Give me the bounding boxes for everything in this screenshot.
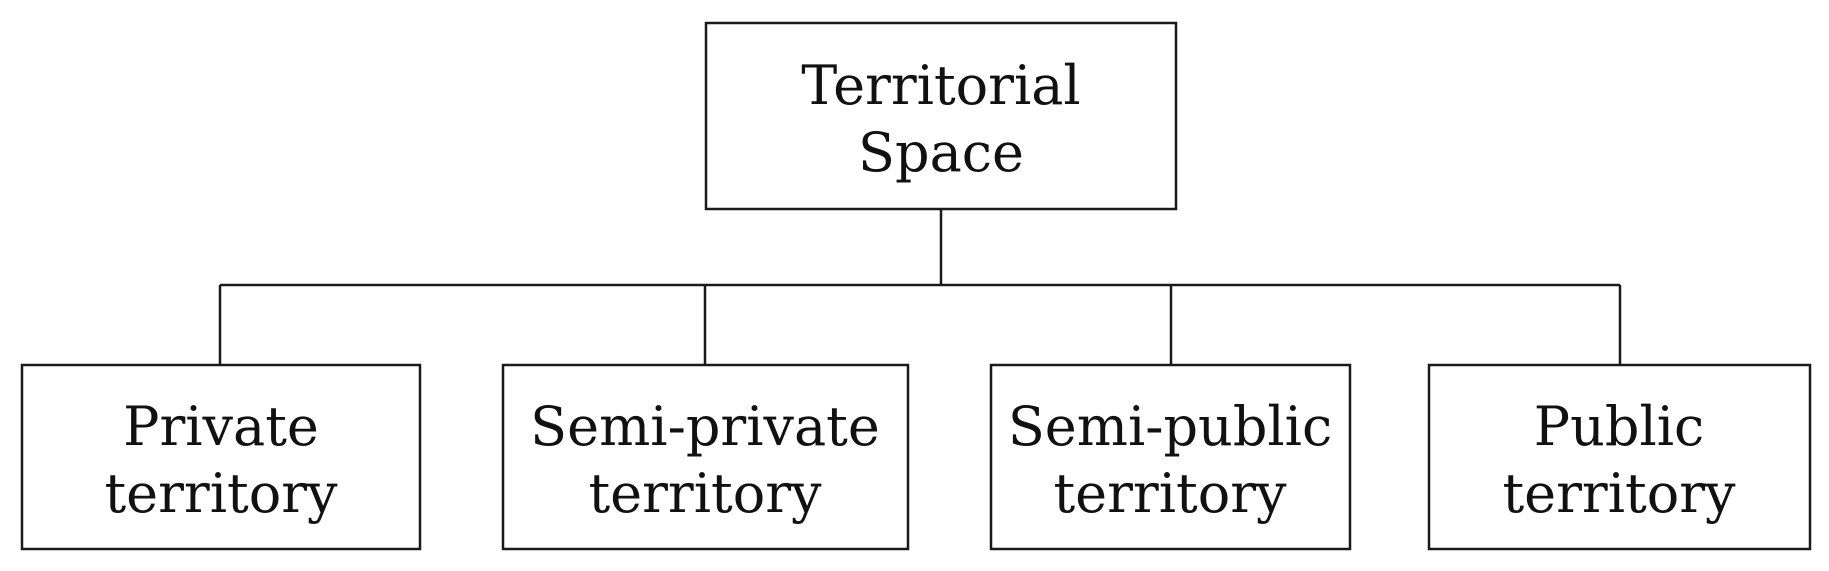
child-label-private-line2: territory [104, 462, 338, 525]
child-node-semi-public: Semi-public territory [989, 363, 1352, 551]
child-label-public-line1: Public [1534, 395, 1704, 458]
root-label-line2: Space [858, 121, 1024, 184]
root-label-line1: Territorial [801, 54, 1080, 117]
child-node-private: Private territory [20, 363, 422, 551]
child-node-public: Public territory [1427, 363, 1812, 551]
child-box-semi-private [501, 363, 910, 551]
child-box-public [1427, 363, 1812, 551]
connectors [218, 209, 1622, 365]
child-box-private [20, 363, 422, 551]
root-node: Territorial Space [704, 21, 1178, 211]
child-label-semi-public-line1: Semi-public [1008, 395, 1332, 458]
child-label-public-line2: territory [1502, 462, 1736, 525]
child-label-semi-private-line1: Semi-private [530, 395, 880, 458]
child-label-semi-public-line2: territory [1053, 462, 1287, 525]
child-label-semi-private-line2: territory [588, 462, 822, 525]
child-node-semi-private: Semi-private territory [501, 363, 910, 551]
child-box-semi-public [989, 363, 1352, 551]
root-box [704, 21, 1178, 211]
child-label-private-line1: Private [123, 395, 319, 458]
